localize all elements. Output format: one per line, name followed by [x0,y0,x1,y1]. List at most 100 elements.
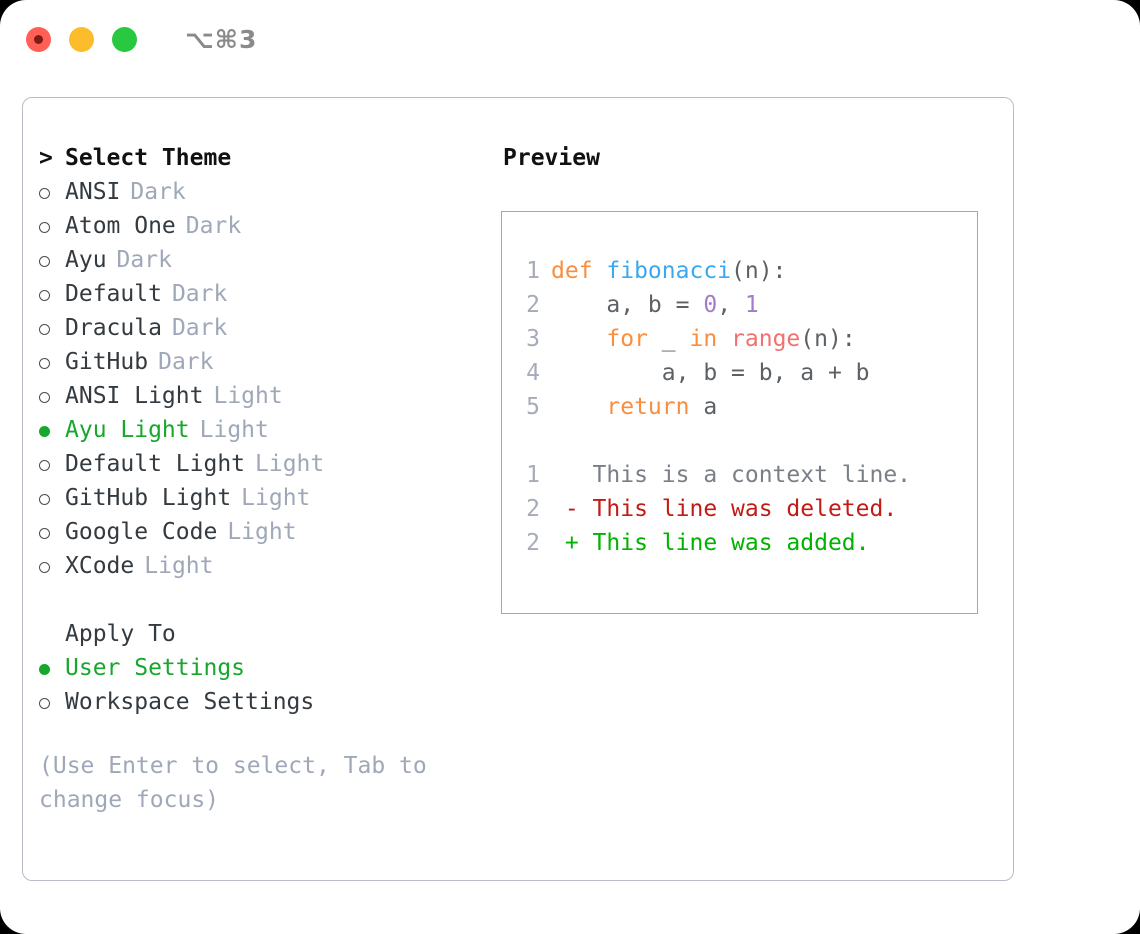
code-token: range [731,326,801,352]
code-line: 3 for _ in range(n): [502,322,977,356]
apply-to-header: Apply To [39,617,501,651]
theme-name: Default [65,281,162,307]
theme-variant-tag: Dark [171,281,228,307]
theme-list-item[interactable]: XCode Light [39,549,501,583]
line-number: 1 [526,258,540,284]
theme-name: GitHub [65,349,149,375]
line-number: 4 [526,360,540,386]
apply-to-name: User Settings [65,655,246,681]
theme-variant-tag: Dark [185,213,242,239]
code-token: return [606,394,690,420]
radio-dot [39,698,50,709]
theme-list-item[interactable]: GitHub Light Light [39,481,501,515]
radio-dot [39,324,50,335]
maximize-button[interactable] [112,26,137,52]
radio-unselected-icon[interactable] [39,483,65,517]
line-number: 2 [526,530,540,556]
theme-variant-tag: Dark [130,179,186,205]
theme-name: ANSI Light [65,383,204,409]
radio-unselected-icon[interactable] [39,517,65,551]
theme-variant-tag: Light [255,451,325,477]
theme-name: Ayu Light [65,417,190,443]
radio-selected-icon[interactable] [39,415,65,449]
theme-list-item[interactable]: ANSI Light Light [39,379,501,413]
code-token: a, b = b, a + b [551,360,870,386]
theme-name: ANSI [65,179,121,205]
theme-name: Atom One [65,213,176,239]
code-token [551,394,606,420]
radio-dot [39,290,50,301]
minimize-button[interactable] [69,26,94,52]
radio-unselected-icon[interactable] [39,245,65,279]
keyboard-hint-text: (Use Enter to select, Tab to change focu… [39,753,427,813]
theme-variant-tag: Light [199,417,269,443]
radio-dot [39,562,50,573]
theme-name: GitHub Light [65,485,232,511]
radio-unselected-icon[interactable] [39,279,65,313]
radio-unselected-icon[interactable] [39,381,65,415]
radio-unselected-icon[interactable] [39,551,65,585]
code-token [551,326,606,352]
theme-variant-tag: Light [241,485,311,511]
title-bar: ⌥⌘3 [0,0,1140,78]
theme-variant-tag: Light [227,519,297,545]
close-button[interactable] [26,26,51,52]
radio-dot [39,222,50,233]
theme-list-item[interactable]: ANSI Dark [39,175,501,209]
diff-text: This is a context line. [551,462,912,488]
line-number: 3 [526,326,540,352]
line-number: 5 [526,394,540,420]
apply-to-item[interactable]: User Settings [39,651,501,685]
code-token: , [717,292,745,318]
code-token: _ [647,326,690,352]
theme-list-item[interactable]: Ayu Light Light [39,413,501,447]
radio-unselected-icon[interactable] [39,449,65,483]
theme-name: XCode [65,553,135,579]
radio-dot [39,460,50,471]
code-token [717,326,731,352]
code-token: def [551,258,607,284]
theme-list-item[interactable]: Atom One Dark [39,209,501,243]
theme-list-item[interactable]: Default Dark [39,277,501,311]
apply-to-item[interactable]: Workspace Settings [39,685,501,719]
theme-variant-tag: Dark [171,315,228,341]
radio-dot [39,188,50,199]
code-token: (n): [800,326,856,352]
radio-unselected-icon[interactable] [39,347,65,381]
select-theme-header: > Select Theme [39,141,501,175]
code-token: a [689,394,718,420]
code-token: 1 [744,292,759,318]
theme-variant-tag: Light [144,553,214,579]
theme-variant-tag: Light [213,383,283,409]
radio-dot [39,528,50,539]
radio-dot [39,256,50,267]
preview-separator [502,424,977,458]
radio-unselected-icon[interactable] [39,177,65,211]
diff-line: 1 This is a context line. [502,458,977,492]
preview-title: Preview [503,145,600,171]
diff-text: + This line was added. [551,530,870,556]
radio-dot [39,392,50,403]
code-token: (n): [731,258,787,284]
window-controls [26,26,137,52]
line-number: 2 [526,292,540,318]
diff-text: - This line was deleted. [551,496,898,522]
radio-selected-icon[interactable] [39,653,65,687]
radio-unselected-icon[interactable] [39,687,65,721]
radio-unselected-icon[interactable] [39,211,65,245]
diff-line: 2 + This line was added. [502,526,977,560]
radio-unselected-icon[interactable] [39,313,65,347]
radio-dot [39,664,50,675]
code-line: 4 a, b = b, a + b [502,356,977,390]
theme-variant-tag: Dark [116,247,172,273]
line-number: 1 [526,462,540,488]
line-number: 2 [526,496,540,522]
